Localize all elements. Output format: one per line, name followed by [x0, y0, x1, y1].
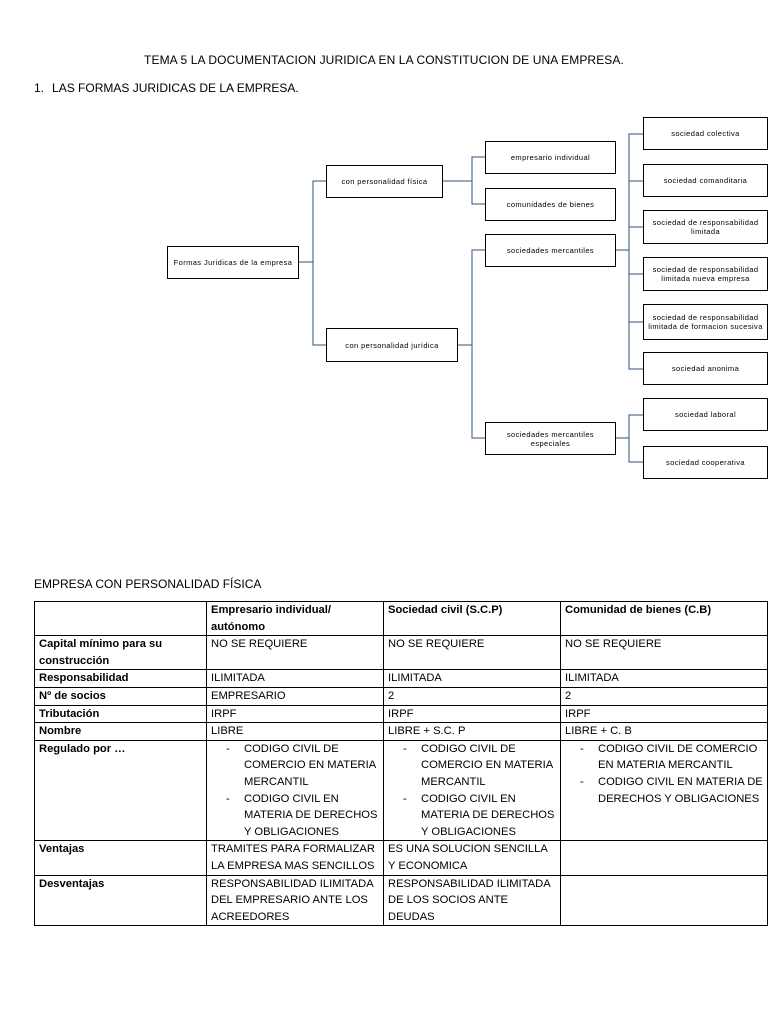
table-cell: LIBRE + C. B	[560, 722, 768, 741]
table-cell: 2	[560, 686, 768, 706]
row-label-nombre: Nombre	[34, 722, 207, 741]
table-cell: NO SE REQUIERE	[560, 635, 768, 671]
list-item: CODIGO CIVIL EN MATERIA DE DERECHOS Y OB…	[580, 774, 763, 807]
table-cell: ES UNA SOLUCION SENCILLA Y ECONOMICA	[383, 840, 561, 876]
table-cell: ILIMITADA	[206, 669, 384, 688]
table-cell: CODIGO CIVIL DE COMERCIO EN MATERIA MERC…	[383, 739, 561, 842]
row-label-regulado: Regulado por …	[34, 739, 207, 842]
connector-mercantiles-colectiva	[616, 133, 643, 251]
node-comunidades: comunidades de bienes	[485, 188, 616, 221]
table-row: Capital mínimo para su construcción NO S…	[34, 635, 768, 671]
diagram-connectors	[299, 133, 643, 463]
row-label-desventajas: Desventajas	[34, 874, 207, 927]
table-cell: IRPF	[383, 704, 561, 724]
table-row: Nº de socios EMPRESARIO 2 2	[34, 686, 768, 706]
node-empresario: empresario individual	[485, 141, 616, 174]
header-empresario: Empresario individual/ autónomo	[206, 600, 384, 637]
table-cell: EMPRESARIO	[206, 686, 384, 706]
node-fisica: con personalidad física	[326, 165, 443, 198]
row-label-ventajas: Ventajas	[34, 840, 207, 876]
table-cell: IRPF	[206, 704, 384, 724]
table-caption: EMPRESA CON PERSONALIDAD FÍSICA	[34, 577, 262, 591]
regulation-list: CODIGO CIVIL DE COMERCIO EN MATERIA MERC…	[565, 741, 763, 807]
regulation-list: CODIGO CIVIL DE COMERCIO EN MATERIA MERC…	[211, 741, 379, 841]
table-cell: RESPONSABILIDAD ILIMITADA DE LOS SOCIOS …	[383, 874, 561, 927]
list-item: CODIGO CIVIL EN MATERIA DE DERECHOS Y OB…	[226, 791, 379, 841]
table-row: Responsabilidad ILIMITADA ILIMITADA ILIM…	[34, 669, 768, 688]
node-srl-formacion: sociedad de responsabilidad limitada de …	[643, 304, 768, 340]
connector-mercantiles-anonima	[628, 250, 643, 370]
list-item: CODIGO CIVIL DE COMERCIO EN MATERIA MERC…	[226, 741, 379, 791]
section-heading-suffix: .	[295, 81, 299, 95]
node-anonima: sociedad anonima	[643, 352, 768, 385]
section-heading: 1. LAS FORMAS JURIDICAS DE LA EMPRESA.	[34, 81, 299, 95]
table-header-row: Empresario individual/ autónomo Sociedad…	[34, 600, 768, 637]
node-laboral: sociedad laboral	[643, 398, 768, 431]
node-mercantiles: sociedades mercantiles	[485, 234, 616, 267]
connector-juridica-especiales	[471, 345, 485, 439]
table-cell: 2	[383, 686, 561, 706]
connector-juridica-mercantiles	[458, 249, 485, 346]
node-juridica: con personalidad jurídica	[326, 328, 458, 362]
node-root: Formas Juridicas de la empresa	[167, 246, 299, 279]
connector-fisica-comunidades	[471, 181, 485, 205]
node-colectiva: sociedad colectiva	[643, 117, 768, 150]
table-row: Nombre LIBRE LIBRE + S.C. P LIBRE + C. B	[34, 722, 768, 741]
table-cell: LIBRE + S.C. P	[383, 722, 561, 741]
connector-fisica-empresario	[443, 156, 485, 182]
row-label-capital: Capital mínimo para su construcción	[34, 635, 207, 671]
table-row: Tributación IRPF IRPF IRPF	[34, 704, 768, 724]
table-cell: TRAMITES PARA FORMALIZAR LA EMPRESA MAS …	[206, 840, 384, 876]
table-cell: ILIMITADA	[383, 669, 561, 688]
header-cell-empty	[34, 600, 207, 637]
list-item: CODIGO CIVIL DE COMERCIO EN MATERIA MERC…	[403, 741, 556, 791]
row-label-socios: Nº de socios	[34, 686, 207, 706]
table-cell: IRPF	[560, 704, 768, 724]
list-item: CODIGO CIVIL DE COMERCIO EN MATERIA MERC…	[580, 741, 763, 774]
node-especiales: sociedades mercantiles especiales	[485, 422, 616, 455]
node-comanditaria: sociedad comanditaria	[643, 164, 768, 197]
row-label-responsabilidad: Responsabilidad	[34, 669, 207, 688]
list-item: CODIGO CIVIL EN MATERIA DE DERECHOS Y OB…	[403, 791, 556, 841]
comparison-table: Empresario individual/ autónomo Sociedad…	[34, 600, 768, 927]
node-srl: sociedad de responsabilidad limitada	[643, 210, 768, 244]
node-cooperativa: sociedad cooperativa	[643, 446, 768, 479]
table-cell: CODIGO CIVIL DE COMERCIO EN MATERIA MERC…	[206, 739, 384, 842]
table-cell: LIBRE	[206, 722, 384, 741]
table-cell: RESPONSABILIDAD ILIMITADA DEL EMPRESARIO…	[206, 874, 384, 927]
connector-root-fisica	[299, 180, 326, 263]
connector-root-juridica	[312, 262, 326, 346]
row-label-tributacion: Tributación	[34, 704, 207, 724]
document-title: TEMA 5 LA DOCUMENTACION JURIDICA EN LA C…	[144, 53, 624, 67]
section-heading-text: LAS FORMAS JURIDICAS DE LA EMPRESA	[52, 81, 296, 95]
node-srl-nueva: sociedad de responsabilidad limitada nue…	[643, 257, 768, 291]
table-cell	[560, 874, 768, 927]
connector-especiales-laboral	[616, 414, 643, 439]
section-number: 1.	[34, 81, 45, 95]
table-row: Ventajas TRAMITES PARA FORMALIZAR LA EMP…	[34, 840, 768, 876]
table-cell: NO SE REQUIERE	[383, 635, 561, 671]
connector-especiales-cooperativa	[628, 438, 643, 463]
regulation-list: CODIGO CIVIL DE COMERCIO EN MATERIA MERC…	[388, 741, 556, 841]
table-row: Regulado por … CODIGO CIVIL DE COMERCIO …	[34, 739, 768, 842]
header-comunidad-bienes: Comunidad de bienes (C.B)	[560, 600, 768, 637]
table-cell	[560, 840, 768, 876]
table-cell: ILIMITADA	[560, 669, 768, 688]
table-cell: NO SE REQUIERE	[206, 635, 384, 671]
header-sociedad-civil: Sociedad civil (S.C.P)	[383, 600, 561, 637]
table-row: Desventajas RESPONSABILIDAD ILIMITADA DE…	[34, 874, 768, 927]
table-cell: CODIGO CIVIL DE COMERCIO EN MATERIA MERC…	[560, 739, 768, 842]
